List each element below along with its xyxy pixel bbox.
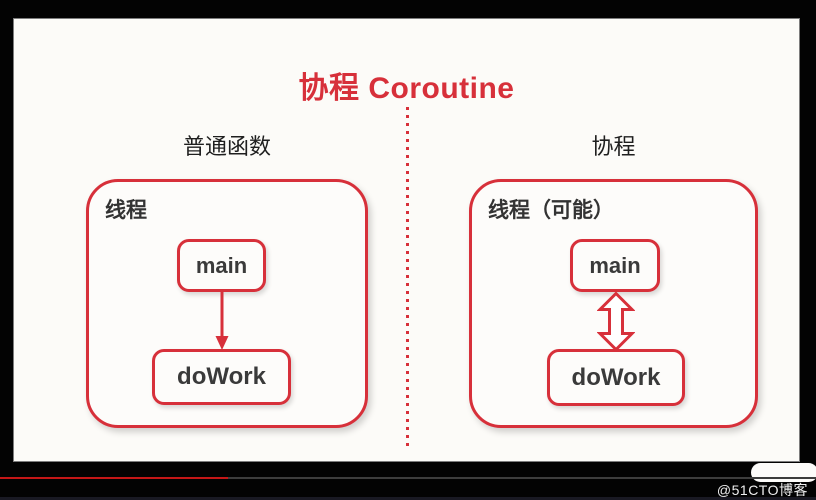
- left-thread-label: 线程: [105, 199, 147, 222]
- slide-title: 协程 Coroutine: [298, 72, 515, 105]
- right-dowork-node: doWork: [547, 349, 685, 406]
- dotted-divider-line: [406, 107, 409, 449]
- video-progress-bar[interactable]: [0, 477, 816, 479]
- left-main-node: main: [177, 239, 266, 292]
- left-dowork-node: doWork: [152, 349, 291, 405]
- right-thread-container: 线程（可能） main doWork: [469, 179, 758, 428]
- left-thread-container: 线程 main doWork: [86, 179, 368, 428]
- right-column-header: 协程: [591, 134, 636, 159]
- left-column-header: 普通函数: [182, 134, 271, 159]
- double-arrow-icon: [596, 291, 636, 356]
- player-bottom-strip: [0, 497, 816, 500]
- down-arrow-icon: [214, 292, 230, 356]
- slide-area: 协程 Coroutine 普通函数 协程 线程 main doWork 线程（可…: [13, 18, 816, 482]
- right-main-node: main: [570, 239, 660, 292]
- right-thread-label: 线程（可能）: [488, 199, 614, 222]
- video-progress-fill: [0, 477, 228, 479]
- watermark-text: @51CTO博客: [716, 482, 808, 498]
